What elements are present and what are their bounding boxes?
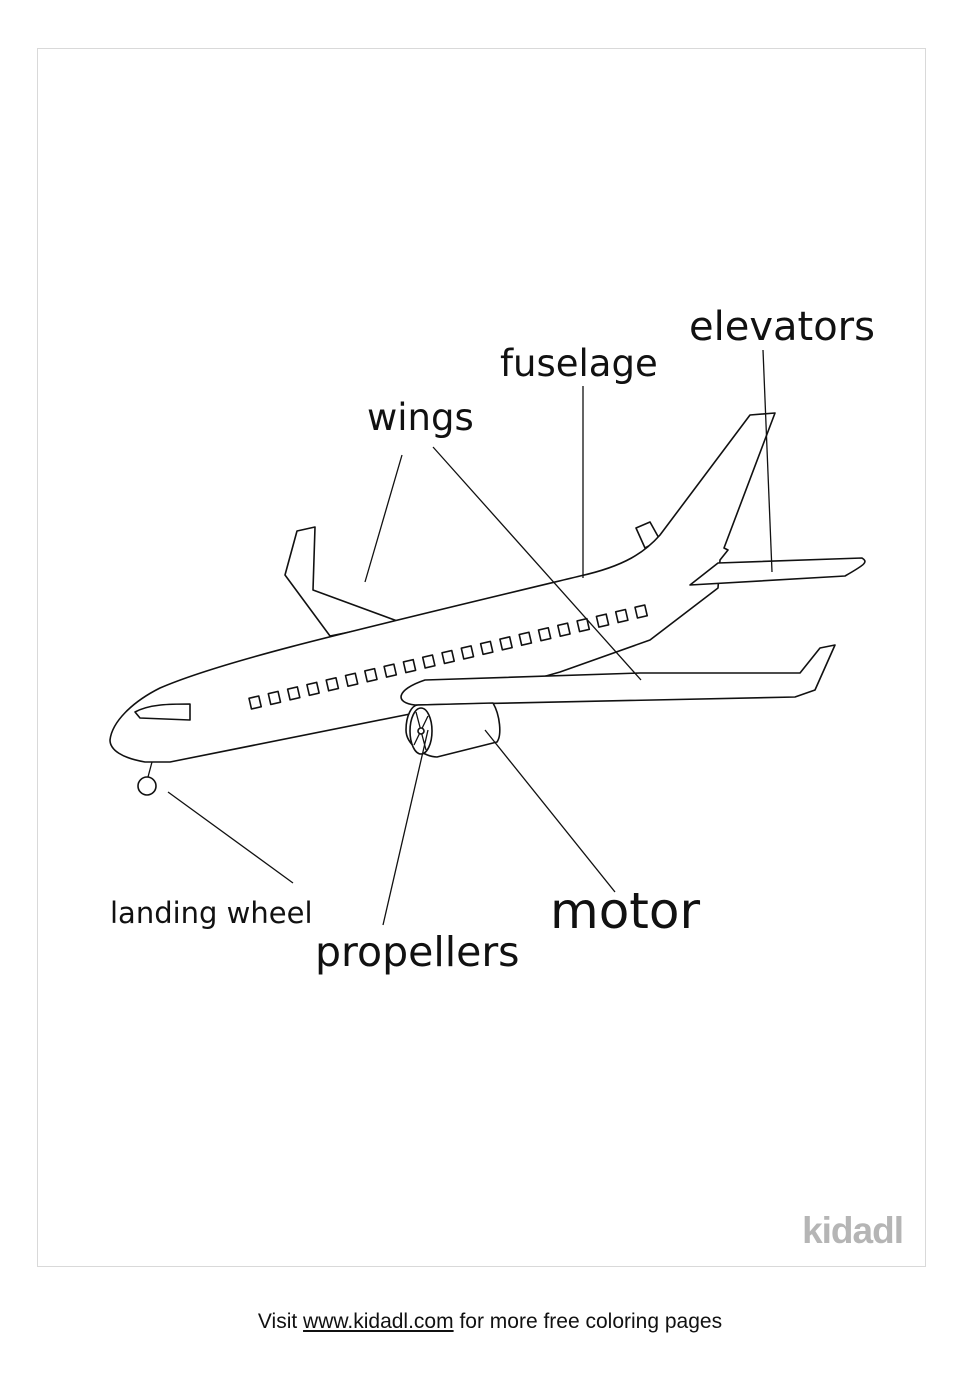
propeller-hub — [417, 727, 425, 735]
window-icon — [576, 617, 591, 633]
window-icon — [499, 636, 513, 651]
leader-lines — [167, 349, 773, 926]
label-landing-wheel: landing wheel — [110, 896, 313, 930]
window-icon — [325, 677, 340, 692]
propellers-leader — [382, 729, 429, 926]
window-icon — [267, 690, 282, 706]
wings-leader-near — [432, 446, 642, 681]
window-icon — [614, 608, 629, 624]
kidadl-link[interactable]: www.kidadl.com — [303, 1310, 454, 1333]
window-icon — [344, 672, 359, 688]
window-icon — [595, 613, 610, 628]
near-wing — [400, 644, 836, 706]
elevator — [689, 557, 866, 586]
label-motor: motor — [550, 882, 700, 940]
footer-text: Visit www.kidadl.com for more free color… — [0, 1310, 980, 1334]
window-icon — [248, 695, 263, 710]
window-icon — [460, 645, 475, 660]
footer-suffix: for more free coloring pages — [459, 1310, 723, 1333]
label-fuselage: fuselage — [500, 342, 658, 385]
fuselage — [109, 412, 776, 763]
label-wings: wings — [367, 396, 474, 439]
window-icon — [557, 622, 571, 637]
window-icon — [518, 631, 533, 647]
window-icon — [383, 663, 398, 678]
landing-wheel-leader — [167, 791, 294, 884]
window-icon — [634, 604, 649, 619]
far-wing — [284, 526, 401, 637]
footer-prefix: Visit — [257, 1310, 298, 1333]
motor-leader — [484, 729, 616, 893]
coloring-page-card — [37, 48, 926, 1267]
window-icon — [402, 658, 417, 674]
label-propellers: propellers — [315, 928, 520, 976]
window-icon — [441, 649, 456, 665]
label-elevators: elevators — [689, 304, 875, 350]
window-icon — [286, 686, 301, 701]
landing-wheel-icon — [137, 776, 157, 796]
kidadl-logo: kidadl — [802, 1210, 904, 1251]
window-icon — [306, 681, 320, 697]
window-icon — [421, 654, 436, 669]
passenger-windows — [248, 604, 649, 710]
landing-gear-strut — [147, 761, 153, 778]
window-icon — [479, 640, 494, 656]
cockpit-window — [134, 703, 191, 721]
airplane-drawing — [109, 412, 866, 796]
window-icon — [537, 626, 552, 642]
wings-leader-far — [364, 454, 403, 583]
elevators-leader — [762, 349, 773, 573]
window-icon — [364, 667, 378, 683]
